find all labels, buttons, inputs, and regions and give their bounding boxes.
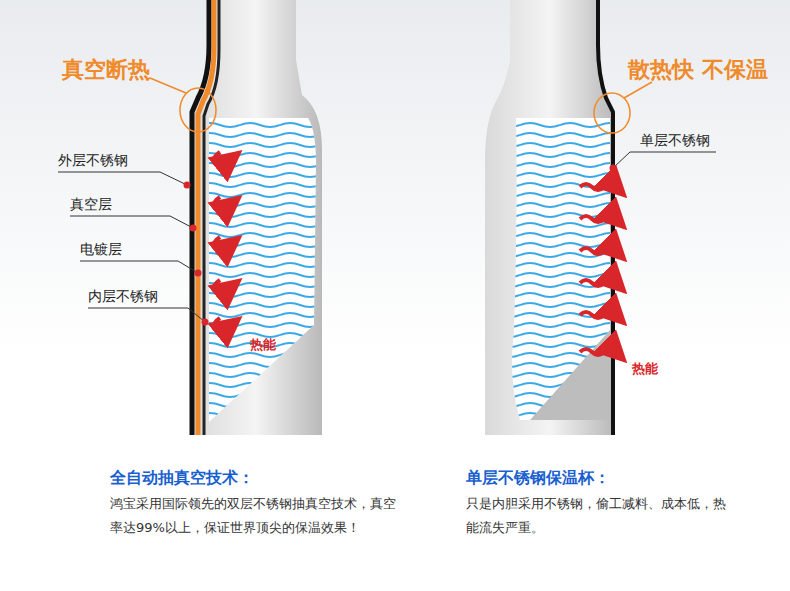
section-heading: 单层不锈钢保温杯： [466,468,610,489]
leader-lines [58,172,205,322]
callout-title: 真空断热 [62,55,150,85]
section-heading: 全自动抽真空技术： [110,468,254,489]
section-body: 鸿宝采用国际领先的双层不锈钢抽真空技术，真空率达99%以上，保证世界顶尖的保温效… [110,492,400,540]
single-wall-bottle [485,0,652,435]
callout-title: 散热快 不保温 [628,55,768,85]
part-name: 内层不锈钢 [88,288,158,306]
section-body: 只是内胆采用不锈钢，偷工减料、成本低，热能流失严重。 [466,492,736,540]
leader-line [613,152,716,168]
part-name: 真空层 [70,196,112,214]
heat-label: 热能 [250,336,276,354]
heat-label: 热能 [632,360,658,378]
part-name: 外层不锈钢 [58,152,128,170]
part-name: 电镀层 [80,241,122,259]
part-name: 单层不锈钢 [640,132,710,150]
